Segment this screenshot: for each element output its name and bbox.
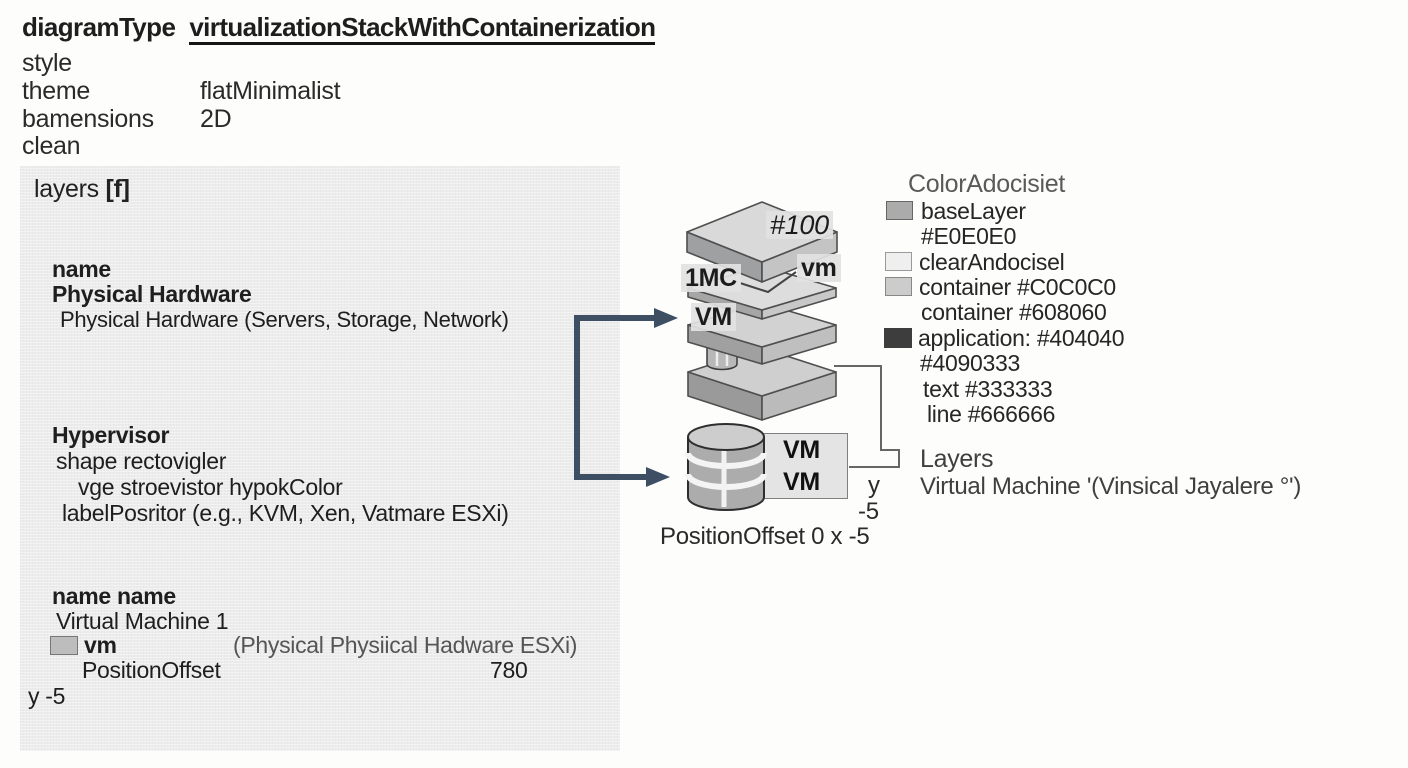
vm-swatch-label: vm <box>84 632 117 658</box>
legend-item-4090333: #4090333 <box>920 350 1020 376</box>
hypervisor-name: Hypervisor <box>52 422 170 448</box>
hypervisor-label-line: labelPosritor (e.g., KVM, Xen, Vatmare E… <box>62 500 509 526</box>
bracket-arrows <box>574 315 658 480</box>
layers-panel: layers [f] name Physical Hardware Physic… <box>20 166 620 751</box>
hardware-field-label: name <box>52 256 111 282</box>
vmbox-y-label: y <box>868 472 880 499</box>
layers-caption: Layers <box>920 445 994 473</box>
legend-item-application: application: #404040 <box>918 325 1125 351</box>
database-cylinder-icon <box>685 423 767 511</box>
stack-vm-label: VM <box>691 303 736 331</box>
legend-item-container-c0: container #C0C0C0 <box>919 274 1116 300</box>
arrowhead-top-icon <box>654 308 678 328</box>
legend-item-clear: clearAndocisel <box>919 249 1065 275</box>
vm-name: Virtual Machine 1 <box>56 608 229 634</box>
prop-style-key: style <box>22 49 72 77</box>
legend-swatch-baselayer <box>886 201 913 220</box>
prop-bamensions-value: 2D <box>200 105 232 133</box>
legend-swatch-container <box>885 277 912 296</box>
stack-mid-right-label: vm <box>797 254 841 282</box>
vm-color-swatch <box>50 636 78 655</box>
vm-field-label: name name <box>52 583 176 609</box>
prop-theme-value: flatMinimalist <box>200 77 341 105</box>
legend-title: ColorAdocisiet <box>908 170 1065 198</box>
position-offset-caption: PositionOffset 0 x -5 <box>660 523 870 550</box>
legend-item-baselayer: baseLayer <box>921 198 1026 224</box>
stack-top-label: #100 <box>766 211 833 239</box>
hardware-desc: Physical Hardware (Servers, Storage, Net… <box>60 307 509 332</box>
virtual-machine-caption: Virtual Machine '(Vinsical Jayalere °') <box>920 473 1302 500</box>
legend-swatch-clear <box>885 252 912 271</box>
diagram-type-label: diagramType <box>22 12 176 42</box>
prop-theme-key: theme <box>22 77 90 105</box>
vm-note: (Physical Physiical Hadware ESXi) <box>233 632 578 658</box>
legend-item-container-60: container #608060 <box>921 299 1107 325</box>
vm-leader-line <box>739 271 797 294</box>
legend-item-line-color: line #666666 <box>927 401 1056 427</box>
arrowhead-bottom-icon <box>646 467 670 487</box>
layers-title-text: layers <box>34 175 99 203</box>
diagram-type-value: virtualizationStackWithContainerization <box>189 12 656 45</box>
prop-clean-key: clean <box>22 132 81 160</box>
vm-y-offset: y -5 <box>28 683 66 709</box>
legend-item-text-color: text #333333 <box>923 376 1053 402</box>
vm-box-line1: VM <box>783 435 820 464</box>
vm-offset-label: PositionOffset <box>82 657 221 683</box>
hardware-name: Physical Hardware <box>52 281 252 307</box>
layers-panel-title: layers [f] <box>34 175 130 204</box>
stack-mid-left-label: 1MC <box>681 264 741 292</box>
vm-box: VM VM <box>762 433 848 499</box>
diagram-title-row: diagramType virtualizationStackWithContai… <box>22 12 656 45</box>
hypervisor-shape-line: shape rectovigler <box>56 448 227 474</box>
prop-bamensions-key: bamensions <box>22 105 154 133</box>
layers-connector-line <box>834 365 900 468</box>
legend-item-e0e0e0: #E0E0E0 <box>921 223 1017 249</box>
layers-title-badge: [f] <box>105 175 130 203</box>
legend-swatch-application <box>884 328 912 348</box>
hypervisor-color-line: vge stroevistor hypokColor <box>78 474 343 500</box>
vmbox-y-value: -5 <box>858 498 879 525</box>
vm-box-line2: VM <box>783 467 820 496</box>
vm-offset-value: 780 <box>490 657 528 683</box>
bracket-line <box>574 315 658 480</box>
